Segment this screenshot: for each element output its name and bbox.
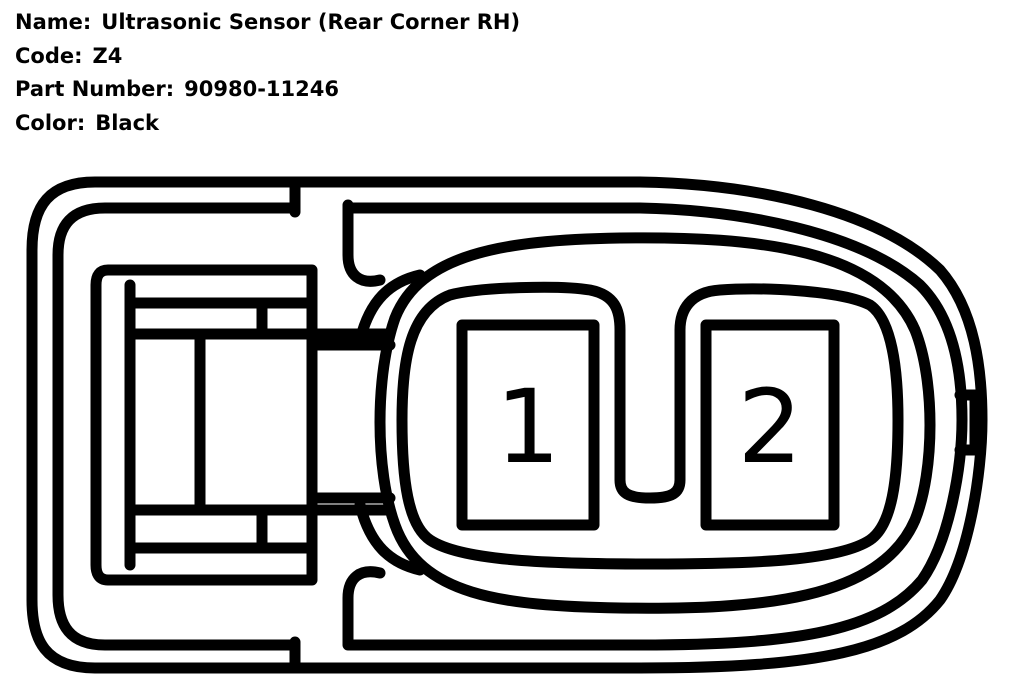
name-row: Name: Ultrasonic Sensor (Rear Corner RH) — [15, 8, 520, 42]
pin-1-cavity — [456, 319, 600, 531]
latch-rail — [306, 328, 396, 516]
side-latch-inner — [124, 279, 318, 571]
color-label: Color: — [15, 110, 86, 135]
part-number-row: Part Number: 90980-11246 — [15, 75, 520, 109]
housing-outline — [26, 176, 988, 674]
pin-2-cavity — [700, 319, 840, 531]
tip-ridge — [954, 389, 981, 456]
code-row: Code: Z4 — [15, 42, 520, 76]
color-row: Color: Black — [15, 109, 520, 143]
housing-inner-outline — [52, 202, 968, 651]
side-latch-outline — [90, 264, 318, 586]
color-value: Black — [95, 110, 160, 135]
hood-side-curve-bottom — [354, 499, 426, 576]
cavity-outline — [396, 281, 904, 570]
pin-2-label: 2 — [738, 368, 803, 487]
name-value: Ultrasonic Sensor (Rear Corner RH) — [101, 10, 521, 34]
code-label: Code: — [15, 43, 83, 68]
part-number-label: Part Number: — [15, 77, 175, 101]
lock-notch-bottom — [289, 566, 386, 674]
lock-notch-top — [289, 179, 386, 287]
connector-info: Name:Ultrasonic Sensor (Rear Corner RH) … — [15, 8, 520, 142]
code-value: Z4 — [92, 43, 123, 68]
pin-1-label: 1 — [496, 368, 561, 487]
name-label: Name: — [15, 10, 92, 34]
hood-outer — [374, 232, 936, 614]
hood-side-curve-top — [354, 269, 426, 346]
part-number-value: 90980-11246 — [184, 77, 339, 101]
